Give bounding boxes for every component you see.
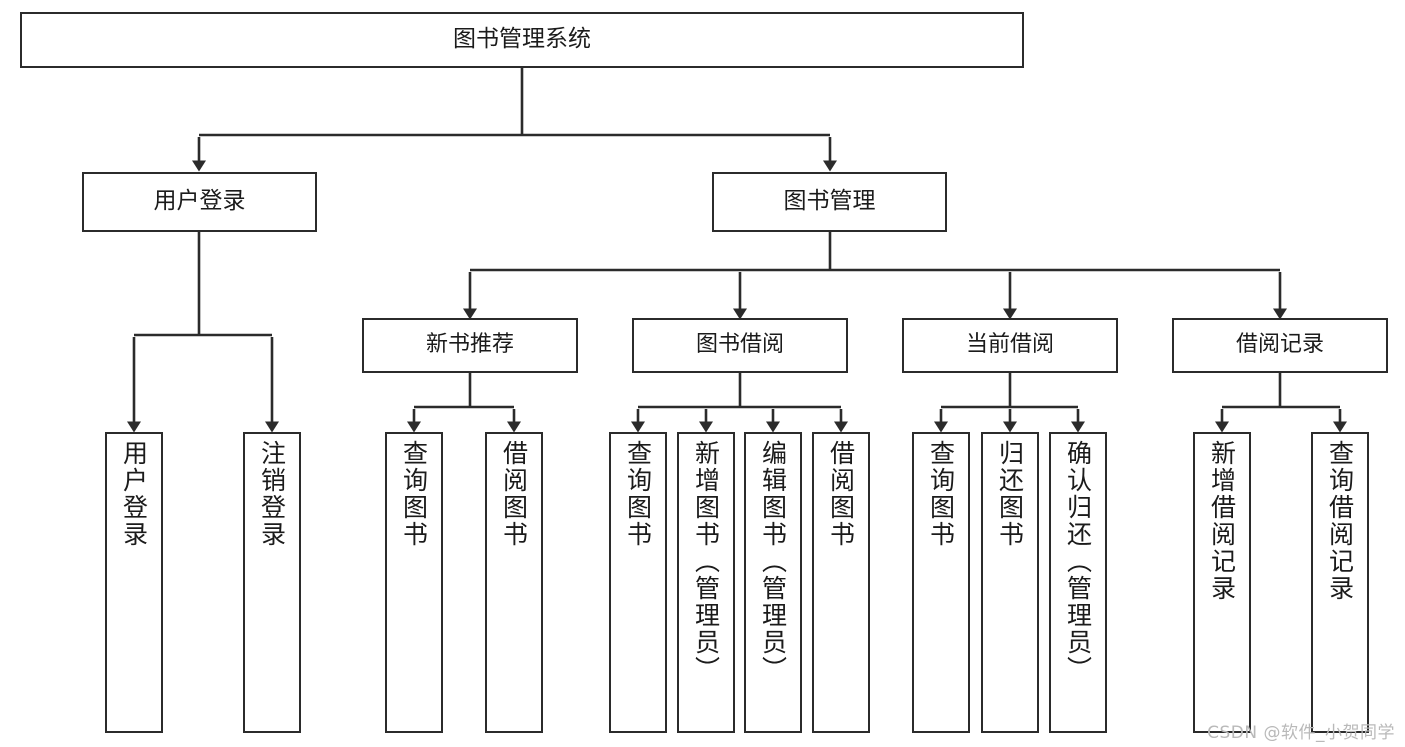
leaf-new-book-borrow[interactable]: 借阅图书 — [485, 432, 543, 733]
watermark: CSDN @软件_小贺同学 — [1207, 723, 1395, 743]
node-new-book-recommend[interactable]: 新书推荐 — [362, 318, 578, 373]
node-label: 查询图书 — [399, 440, 429, 548]
node-label: 编辑图书（管理员） — [758, 440, 788, 683]
leaf-current-borrow-confirm[interactable]: 确认归还（管理员） — [1049, 432, 1107, 733]
node-label: 新增图书（管理员） — [691, 440, 721, 683]
node-book-borrow[interactable]: 图书借阅 — [632, 318, 848, 373]
leaf-new-book-query[interactable]: 查询图书 — [385, 432, 443, 733]
leaf-user-login-logout[interactable]: 注销登录 — [243, 432, 301, 733]
node-root-system[interactable]: 图书管理系统 — [20, 12, 1024, 68]
node-current-borrow[interactable]: 当前借阅 — [902, 318, 1118, 373]
node-label: 当前借阅 — [965, 332, 1054, 358]
leaf-book-borrow-query[interactable]: 查询图书 — [609, 432, 667, 733]
leaf-book-borrow-borrow[interactable]: 借阅图书 — [812, 432, 870, 733]
node-label: 图书借阅 — [695, 332, 784, 358]
leaf-current-borrow-return[interactable]: 归还图书 — [981, 432, 1039, 733]
leaf-book-borrow-edit[interactable]: 编辑图书（管理员） — [744, 432, 802, 733]
node-label: 图书管理系统 — [453, 26, 591, 53]
leaf-user-login-login[interactable]: 用户登录 — [105, 432, 163, 733]
node-label: 借阅记录 — [1235, 332, 1324, 358]
leaf-borrow-record-add[interactable]: 新增借阅记录 — [1193, 432, 1251, 733]
node-label: 借阅图书 — [499, 440, 529, 548]
node-book-management[interactable]: 图书管理 — [712, 172, 947, 232]
leaf-borrow-record-query[interactable]: 查询借阅记录 — [1311, 432, 1369, 733]
node-label: 确认归还（管理员） — [1063, 440, 1093, 683]
node-label: 查询图书 — [623, 440, 653, 548]
node-label: 归还图书 — [995, 440, 1025, 548]
node-label: 用户登录 — [119, 440, 149, 548]
leaf-current-borrow-query[interactable]: 查询图书 — [912, 432, 970, 733]
node-label: 查询借阅记录 — [1325, 440, 1355, 602]
leaf-book-borrow-add[interactable]: 新增图书（管理员） — [677, 432, 735, 733]
node-label: 新增借阅记录 — [1207, 440, 1237, 602]
node-label: 新书推荐 — [425, 332, 514, 358]
node-label: 查询图书 — [926, 440, 956, 548]
node-label: 用户登录 — [153, 188, 246, 215]
node-label: 图书管理 — [783, 188, 876, 215]
node-label: 借阅图书 — [826, 440, 856, 548]
node-user-login[interactable]: 用户登录 — [82, 172, 317, 232]
node-label: 注销登录 — [257, 440, 287, 548]
node-borrow-record[interactable]: 借阅记录 — [1172, 318, 1388, 373]
